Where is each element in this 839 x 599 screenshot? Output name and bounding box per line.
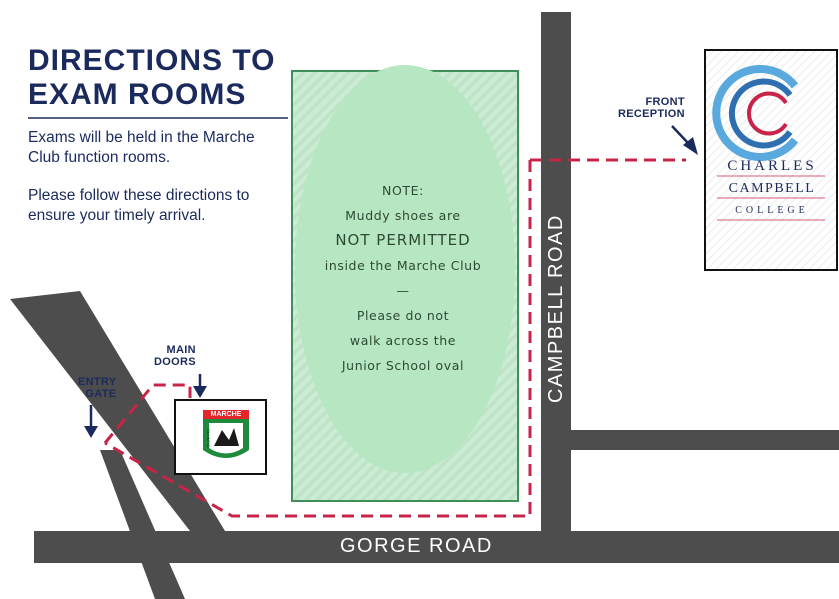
college-name-line: CAMPBELL [728,181,816,196]
note-line: Junior School oval [341,358,465,373]
note-line: walk across the [349,333,457,348]
intro-text: Exams will be held in the Marche Club fu… [28,128,288,244]
label-line: FRONT [645,96,685,108]
campbell-road [541,12,571,532]
label-line: ENTRY [78,376,117,388]
note-line: Please do not [356,308,450,323]
college-name-line: CHARLES [727,158,817,174]
college-name-line: COLLEGE [735,205,809,216]
junior-school-oval [295,65,515,473]
page-title: DIRECTIONS TO EXAM ROOMS [28,44,275,112]
entry-gate-label: ENTRY GATE [78,376,116,400]
note-emphasis: NOT PERMITTED [335,231,471,249]
label-line: DOORS [154,356,196,368]
label-line: RECEPTION [618,108,685,120]
note-heading: NOTE: [382,183,424,198]
intro-paragraph: Please follow these directions to ensure… [28,187,250,224]
club-logo-icon [203,410,249,458]
note-separator: — [396,283,410,298]
label-line: MAIN [166,344,196,356]
intro-paragraph: Exams will be held in the Marche Club fu… [28,129,255,166]
route-main [104,160,532,518]
arrow-down-icon [193,374,207,398]
gorge-road [34,531,839,563]
note-line: Muddy shoes are [345,208,461,223]
main-doors-label: MAIN DOORS [154,344,196,368]
note-box: NOTE: Muddy shoes are NOT PERMITTED insi… [305,178,501,378]
college-logo-icon [712,65,799,161]
darley-road [10,291,225,531]
note-line: inside the Marche Club [324,258,482,273]
route-to-club [103,383,192,444]
title-line: EXAM ROOMS [28,78,247,111]
label-line: GATE [85,388,117,400]
campbell-road-label: CAMPBELL ROAD [545,214,567,403]
roads [10,12,839,599]
arrow-diagonal-icon [671,125,698,155]
arrow-down-icon [84,405,98,438]
title-line: DIRECTIONS TO [28,44,276,77]
gorge-road-label: GORGE ROAD [340,535,493,557]
club-logo-name: MARCHE [210,411,242,418]
front-reception-label: FRONT RECEPTION [618,96,685,120]
club-logo-sub: CLUB INC. [205,427,211,448]
side-road [571,430,839,450]
